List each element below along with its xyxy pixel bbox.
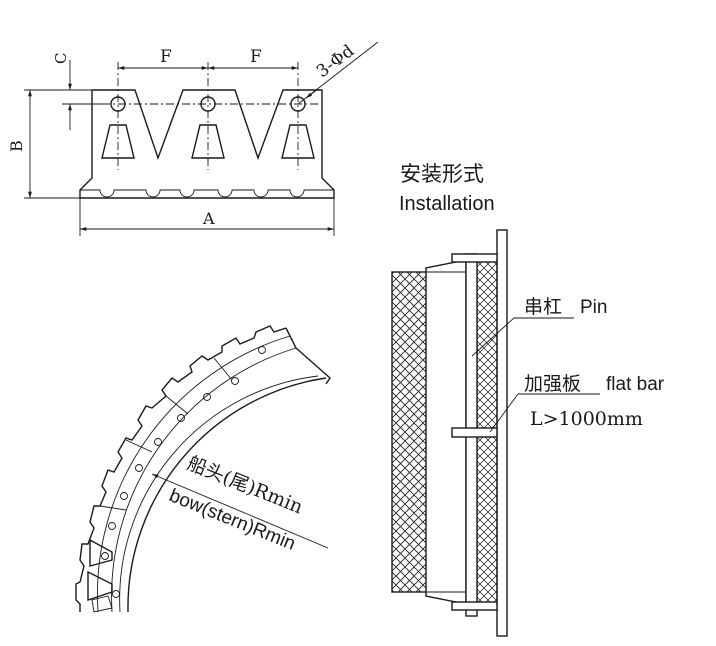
flat-bar-label-cn: 加强板 (524, 373, 581, 395)
pin-label-cn: 串杠 (524, 296, 562, 318)
hull-arc (127, 377, 327, 613)
cutout-1 (101, 124, 135, 159)
installation-title-en: Installation (399, 193, 495, 215)
dim-c-label: C (52, 53, 70, 64)
dim-f-label-2: F (250, 47, 262, 67)
fender-elevation-view (24, 41, 379, 236)
installation-title-cn: 安装形式 (400, 162, 484, 186)
hole-spec-label: 3-Φd (313, 41, 358, 82)
hull-plate (496, 229, 508, 637)
flat-bar-label-en: flat bar (606, 374, 665, 395)
curved-fender-view (75, 325, 331, 613)
dim-f-label-1: F (160, 47, 172, 67)
bottom-bracket (451, 601, 498, 611)
rubber-fender-body (391, 271, 427, 593)
cutout-2 (191, 124, 225, 159)
radius-leader (151, 473, 329, 549)
flat-bar-stiffener (451, 427, 498, 438)
top-bracket (451, 253, 498, 263)
dim-b-label: B (7, 140, 26, 152)
length-note: L>1000mm (530, 408, 643, 430)
pin-label-en: Pin (580, 297, 607, 318)
fender-outline (79, 89, 335, 199)
fender-base-scallops (80, 189, 334, 198)
cutout-3 (281, 124, 315, 159)
fender-curved-outer-edge (75, 325, 287, 612)
installation-section-view (391, 229, 600, 637)
dim-a-label: A (202, 209, 215, 228)
curved-bolt-holes (101, 346, 266, 598)
